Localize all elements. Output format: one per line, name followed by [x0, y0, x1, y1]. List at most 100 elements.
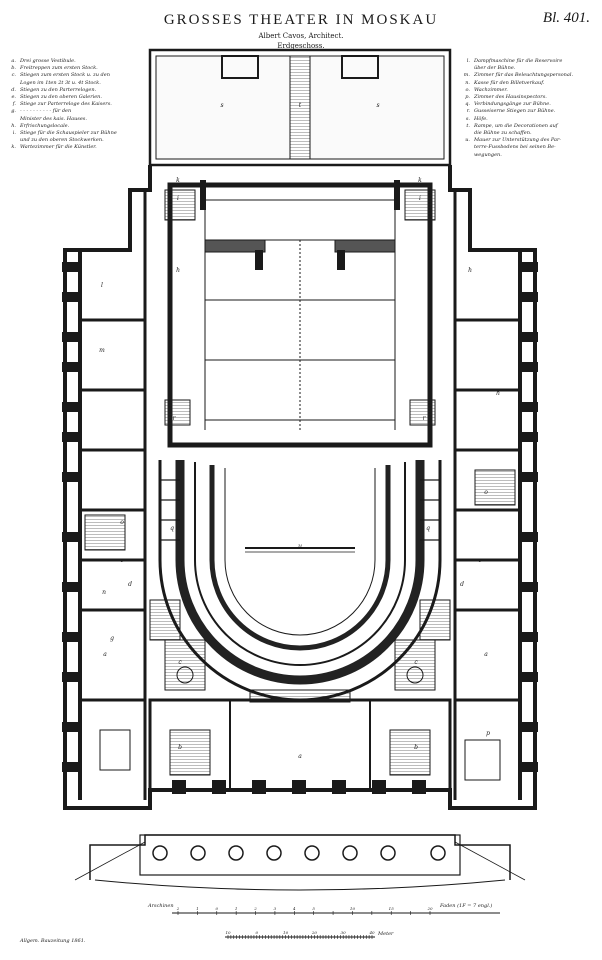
legend-right-key: n.	[465, 79, 470, 86]
legend-right-text: Zimmer des Hausinspectors.	[474, 94, 547, 101]
legend-left-text: - - - - - - - - - - für den	[20, 108, 72, 115]
legend-right-text: Zimmer für das Beleuchtungspersonal.	[474, 72, 574, 79]
scale-arschinen-tick-label: 0	[215, 906, 218, 911]
legend-right-entry: p.Zimmer des Hausinspectors.	[462, 94, 573, 101]
legend-left-entry: k.Wartezimmer für die Künstler.	[8, 144, 117, 151]
scale-arschinen-tick-label: 5	[312, 906, 315, 911]
scale-meter-tick-label: 0	[256, 930, 259, 935]
legend-left-entry: e. Stiegen zu den oberen Galerien.	[8, 94, 117, 101]
legend-left-text: Erfrischungslocale.	[20, 122, 70, 129]
legend-left-entry: g. - - - - - - - - - - für den	[8, 108, 117, 115]
legend-left-key: e.	[11, 94, 16, 101]
scale-arschinen-tick-label: 1	[235, 906, 238, 911]
plate-number: Bl. 401.	[542, 10, 590, 26]
legend-left-key: g.	[11, 108, 16, 115]
legend-left-entry: a.Drei grosse Vestibule.	[8, 58, 117, 65]
legend-right-text: Gusseiserne Stiegen zur Bühne.	[474, 108, 556, 115]
room-label: a	[298, 753, 302, 760]
legend-right-key: s.	[465, 115, 470, 122]
legend-left-entry: und zu den oberen Stockwerken.	[8, 137, 117, 144]
scale-arschinen-tick-label: 2	[253, 906, 257, 911]
legend-right-text: die Bühne zu schaffen.	[474, 130, 532, 137]
scale-arschinen-tick-label: 3	[274, 906, 277, 911]
legend-right-entry: terre-Fussbodens bei seinen Be-	[462, 144, 573, 151]
legend-left-text: Freitreppen zum ersten Stock.	[20, 65, 98, 72]
legend-right-entry: q.Verbindungsgänge zur Bühne.	[462, 101, 573, 108]
architect-line: Albert Cavos, Architect.	[258, 32, 344, 40]
floor-title: Erdgeschoss.	[277, 42, 325, 50]
legend-right-entry: o. Wachzimmer.	[462, 87, 573, 94]
room-label: d	[128, 581, 132, 588]
scale-arschinen-tick-label: 2	[176, 906, 180, 911]
room-label: m	[99, 347, 105, 354]
legend-right-key: r.	[466, 108, 470, 115]
legend-right-text: Höfe.	[474, 115, 488, 122]
scale-meter-tick-label: 20	[311, 930, 318, 935]
legend-left-text: Stiegen zu den oberen Galerien.	[20, 94, 102, 101]
scale-meter-tick-label: 10	[225, 930, 231, 935]
legend-right-text: wegungen.	[474, 151, 502, 158]
legend-left: a.Drei grosse Vestibule.b.Freitreppen zu…	[8, 58, 117, 152]
room-label: e	[478, 557, 482, 564]
legend-left-entry: i.Stiege für die Schauspieler zur Bühne	[8, 130, 117, 137]
scale-arschinen-label: Arschinen	[148, 903, 174, 909]
legend-right-entry: die Bühne zu schaffen.	[462, 130, 573, 137]
scale-arschinen-tick-label: 20	[426, 906, 433, 911]
legend-right-text: Dampfmaschine für die Reservoire	[474, 58, 563, 64]
room-label: s	[376, 102, 379, 109]
room-label: h	[496, 390, 500, 397]
legend-left-entry: c.Stiegen zum ersten Stock u. zu den	[8, 72, 117, 79]
scale-arschinen-tick-label: 1	[196, 906, 199, 911]
scale-meter-tick-label: 10	[283, 930, 289, 935]
legend-right-text: Mauer zur Unterstützung des Par-	[474, 137, 562, 144]
legend-left-entry: d.Stiegen zu den Parterrelogen.	[8, 87, 117, 94]
room-label: a	[484, 651, 488, 658]
legend-right-entry: m. Zimmer für das Beleuchtungspersonal.	[462, 72, 573, 79]
legend-right-entry: s. Höfe.	[462, 116, 573, 123]
room-label: b	[414, 744, 418, 751]
legend-right-text: terre-Fussbodens bei seinen Be-	[474, 144, 556, 151]
legend-right-text: Kasse für den Billetverkauf.	[474, 79, 545, 86]
scale-meter-tick-label: 40	[368, 930, 375, 935]
room-label: e	[120, 557, 124, 564]
legend-left-text: und zu den oberen Stockwerken.	[20, 137, 104, 144]
room-label: h	[176, 267, 180, 274]
legend-left-text: Minister des kais. Hauses.	[20, 115, 87, 122]
legend-right-entry: wegungen.	[462, 152, 573, 159]
legend-right-key: m.	[463, 72, 470, 79]
legend-left-key: h.	[11, 122, 16, 129]
legend-right-key: l.	[466, 58, 470, 64]
room-label: q	[170, 525, 174, 532]
legend-left-key: a.	[11, 58, 16, 64]
room-label: n	[102, 589, 106, 596]
room-label: o	[120, 519, 124, 526]
legend-right-text: Wachzimmer.	[474, 86, 508, 93]
legend-left-entry: Minister des kais. Hauses.	[8, 116, 117, 123]
room-label: l	[101, 282, 103, 289]
scale-arschinen-tick-label: 15	[389, 906, 395, 911]
legend-left-text: Stiegen zum ersten Stock u. zu den	[20, 72, 110, 79]
legend-right-key: u.	[465, 137, 470, 144]
legend-right-entry: n. Kasse für den Billetverkauf.	[462, 80, 573, 87]
room-label: r	[173, 415, 177, 422]
room-label: b	[178, 744, 182, 751]
room-label: k	[418, 177, 422, 184]
legend-left-key: f.	[12, 101, 16, 108]
room-label: c	[414, 659, 418, 666]
room-label: d	[460, 581, 464, 588]
room-label: t	[299, 102, 302, 109]
legend-left-key: i.	[12, 130, 16, 137]
room-label: o	[484, 489, 488, 496]
room-label: q	[426, 525, 430, 532]
room-label: r	[423, 415, 427, 422]
legend-right-entry: t.Rampe, um die Decorationen auf	[462, 123, 573, 130]
legend-left-entry: h. Erfrischungslocale.	[8, 123, 117, 130]
room-label: g	[110, 635, 114, 642]
legend-right-key: o.	[465, 86, 470, 93]
room-label: s	[220, 102, 223, 109]
legend-left-entry: b.Freitreppen zum ersten Stock.	[8, 65, 117, 72]
legend-left-key: d.	[11, 86, 16, 93]
room-label: i	[419, 195, 421, 202]
